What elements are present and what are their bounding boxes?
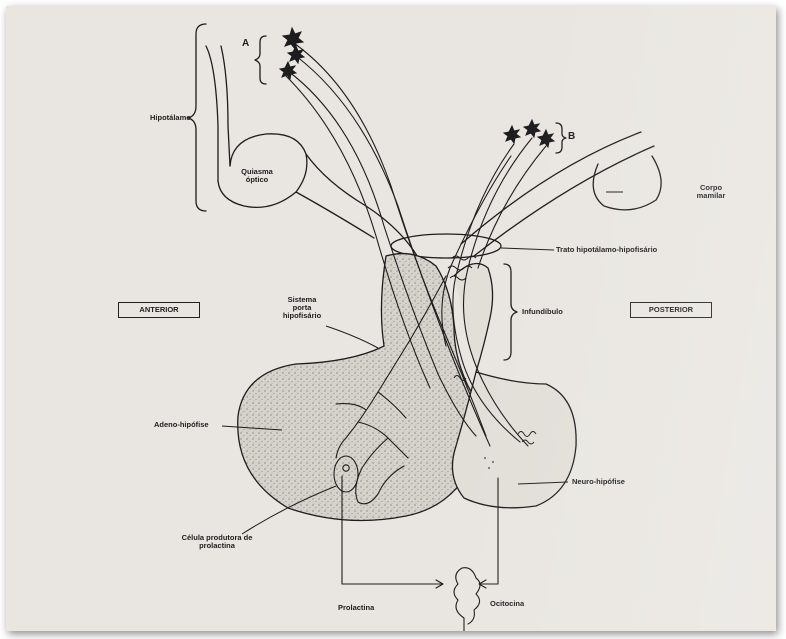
a-brace <box>255 36 266 84</box>
label-celula-line2: prolactina <box>162 542 272 550</box>
corpo-mamilar-shape <box>593 156 661 210</box>
label-celula-produtora: Célula produtora de prolactina <box>162 534 272 550</box>
label-posterior-box: POSTERIOR <box>630 302 712 318</box>
infundibulo-brace <box>504 264 517 360</box>
label-a: A <box>242 38 249 49</box>
label-quiasma-optico: Quiasma óptico <box>232 168 282 184</box>
scanned-page: Hipotálamo A B Quiasma óptico Corpo mami… <box>6 6 776 631</box>
label-prolactina: Prolactina <box>338 604 374 612</box>
label-sistema-porta: Sistema porta hipofisário <box>270 296 334 320</box>
label-infundibulo: Infundíbulo <box>522 308 563 316</box>
neuron-a1 <box>283 28 303 49</box>
label-trato: Trato hipotálamo-hipofisário <box>556 246 657 254</box>
label-corpo-mamilar: Corpo mamilar <box>686 184 736 200</box>
label-ocitocina: Ocitocina <box>490 600 524 608</box>
label-sistema-line3: hipofisário <box>270 312 334 320</box>
label-corpo-line2: mamilar <box>686 192 736 200</box>
mammary-alveoli <box>454 568 480 631</box>
neuron-a3 <box>280 62 296 79</box>
label-adeno-hipofise: Adeno-hipófise <box>154 421 209 429</box>
label-b: B <box>568 131 575 142</box>
label-quiasma-line2: óptico <box>232 176 282 184</box>
neuron-b1 <box>504 126 520 143</box>
neuron-b3 <box>538 130 554 147</box>
neuron-b2 <box>524 120 540 137</box>
label-anterior-box: ANTERIOR <box>118 302 200 318</box>
label-hipotalamo: Hipotálamo <box>150 114 191 122</box>
neuro-hipofise-shape <box>452 372 576 508</box>
b-brace <box>556 123 566 153</box>
pituitary-diagram <box>6 6 776 631</box>
label-neuro-hipofise: Neuro-hipófise <box>572 478 625 486</box>
